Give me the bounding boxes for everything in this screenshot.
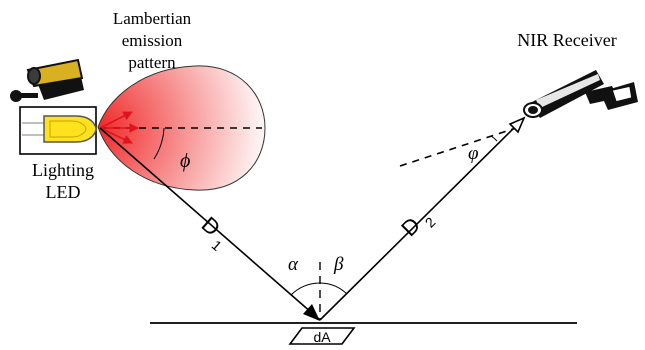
- emission-pattern-label-line-3: pattern: [128, 53, 176, 72]
- varphi-angle-arc: [490, 135, 498, 142]
- led-icon: [22, 115, 97, 143]
- d1-subscript: 1: [209, 237, 226, 254]
- phi-symbol: ϕ: [180, 150, 190, 172]
- d2-label: D: [396, 212, 425, 241]
- varphi-symbol: φ: [468, 143, 479, 164]
- camera-icon: [10, 58, 84, 102]
- d2-ray: [319, 119, 523, 321]
- phi-angle-arc: [153, 127, 165, 160]
- alpha-angle-arc: [290, 282, 321, 296]
- emission-pattern-label-line-1: Lambertian: [113, 9, 192, 28]
- receiver-label: NIR Receiver: [517, 30, 616, 50]
- area-element-dA: [288, 327, 356, 345]
- beta-angle-arc: [319, 282, 348, 295]
- receiver-axis-dashed: [399, 127, 517, 167]
- d2-arrowhead: [508, 116, 526, 134]
- emission-pattern-label-line-2: emission: [122, 31, 183, 50]
- d1-arrowhead: [303, 304, 320, 321]
- led-label-line-2: LED: [46, 182, 81, 202]
- d2-subscript: 2: [422, 214, 439, 231]
- area-label: dA: [313, 329, 331, 345]
- nir-receiver-icon: [523, 70, 638, 118]
- emission-ray-arrows: [99, 111, 139, 144]
- d1-ray: [99, 127, 321, 321]
- beta-symbol: β: [333, 254, 344, 275]
- alpha-symbol: α: [288, 254, 299, 275]
- led-label-line-1: Lighting: [32, 160, 94, 180]
